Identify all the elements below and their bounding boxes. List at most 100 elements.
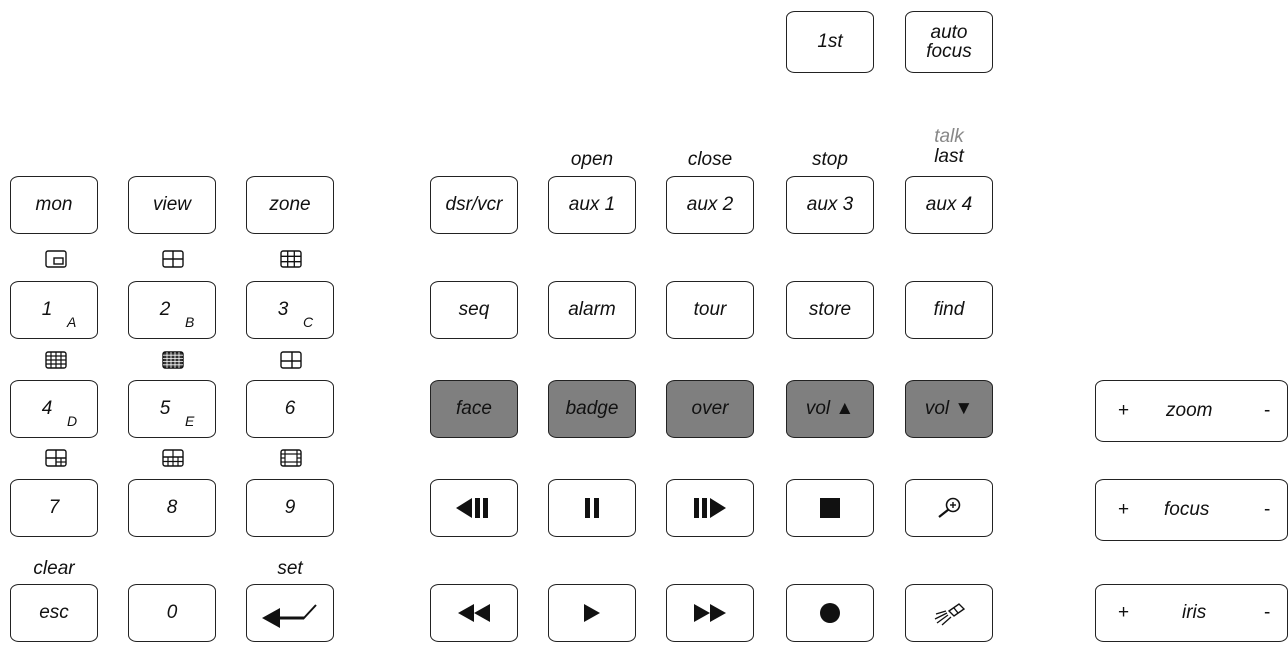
key-1-button[interactable]: 1 A [10,281,98,339]
fast-forward-button[interactable] [666,584,754,642]
focus-minus[interactable]: - [1264,499,1271,520]
aux1-button[interactable]: aux 1 [548,176,636,234]
key-1-sub: A [67,314,77,330]
first-label: 1st [817,31,843,52]
key-4-label: 4 [41,398,53,419]
pause-button[interactable] [548,479,636,537]
vol-down-button[interactable]: vol ▼ [905,380,993,438]
step-back-button[interactable] [430,479,518,537]
focus-plus[interactable]: + [1118,499,1130,520]
badge-label: badge [565,398,619,419]
find-button[interactable]: find [905,281,993,339]
key-6-button[interactable]: 6 [246,380,334,438]
enter-button[interactable] [246,584,334,642]
stop-label: stop [812,149,848,170]
over-label: over [691,398,729,419]
aux3-button[interactable]: aux 3 [786,176,874,234]
dsr-vcr-button[interactable]: dsr/vcr [430,176,518,234]
rewind-icon [458,604,490,622]
key-7-button[interactable]: 7 [10,479,98,537]
iris-label: iris [1182,602,1207,623]
key-2-sub: B [185,314,195,330]
focus-label: focus [1164,499,1210,520]
key-0-label: 0 [166,602,178,623]
view-label: view [152,194,191,215]
key-0-button[interactable]: 0 [128,584,216,642]
aux2-button[interactable]: aux 2 [666,176,754,234]
zoom-in-magnifier-icon [938,497,961,518]
zone-label: zone [269,194,311,215]
zoom-minus[interactable]: - [1264,400,1271,421]
pip-layout-icon [45,250,67,268]
key-9-button[interactable]: 9 [246,479,334,537]
key-5-label: 5 [159,398,171,419]
key-4-button[interactable]: 4 D [10,380,98,438]
key-2-button[interactable]: 2 B [128,281,216,339]
autofocus-label-line2: focus [926,41,972,62]
key-3-button[interactable]: 3 C [246,281,334,339]
flashlight-button[interactable] [905,584,993,642]
step-forward-icon [694,498,726,518]
tour-button[interactable]: tour [666,281,754,339]
alarm-button[interactable]: alarm [548,281,636,339]
dsr-vcr-label: dsr/vcr [445,194,503,215]
vol-up-label: vol ▲ [805,398,855,419]
vol-down-label: vol ▼ [924,398,974,419]
key-7-label: 7 [48,497,60,518]
talk-label: talk [934,126,964,147]
enter-arrow-icon [262,604,317,628]
view-button[interactable]: view [128,176,216,234]
iris-plus[interactable]: + [1118,602,1130,623]
key-3-sub: C [303,314,314,330]
zoom-plus[interactable]: + [1118,400,1130,421]
over-button[interactable]: over [666,380,754,438]
seq-label: seq [458,299,490,320]
iris-minus[interactable]: - [1264,602,1271,623]
last-label: last [934,146,964,167]
alarm-label: alarm [568,299,616,320]
stop-button[interactable] [786,479,874,537]
aux2-label: aux 2 [686,194,734,215]
fast-forward-icon [694,604,726,622]
three-split-layout-icon [280,351,302,369]
iris-control[interactable]: + iris - [1095,584,1288,642]
badge-button[interactable]: badge [548,380,636,438]
key-8-button[interactable]: 8 [128,479,216,537]
face-button[interactable]: face [430,380,518,438]
zoom-control[interactable]: + zoom - [1095,380,1288,442]
nine-layout-icon [280,250,302,268]
rewind-button[interactable] [430,584,518,642]
step-back-icon [456,498,488,518]
key-4-sub: D [67,413,78,429]
focus-control[interactable]: + focus - [1095,479,1288,541]
autofocus-button[interactable]: auto focus [905,11,993,73]
key-5-button[interactable]: 5 E [128,380,216,438]
stop-icon [820,498,840,518]
seq-button[interactable]: seq [430,281,518,339]
key-5-sub: E [185,413,195,429]
aux4-button[interactable]: aux 4 [905,176,993,234]
record-button[interactable] [786,584,874,642]
key-2-label: 2 [159,299,171,320]
aux4-label: aux 4 [925,194,973,215]
zone-button[interactable]: zone [246,176,334,234]
mon-button[interactable]: mon [10,176,98,234]
aux1-label: aux 1 [568,194,616,215]
key-6-label: 6 [284,398,296,419]
find-label: find [933,299,965,320]
key-3-label: 3 [277,299,289,320]
step-forward-button[interactable] [666,479,754,537]
vol-up-button[interactable]: vol ▲ [786,380,874,438]
clear-label: clear [33,558,75,579]
store-button[interactable]: store [786,281,874,339]
aux3-label: aux 3 [806,194,854,215]
key-1-label: 1 [41,299,53,320]
record-icon [820,603,840,623]
play-button[interactable] [548,584,636,642]
open-label: open [570,149,614,170]
esc-button[interactable]: esc [10,584,98,642]
face-label: face [456,398,492,419]
tour-label: tour [693,299,727,320]
zoom-in-button[interactable] [905,479,993,537]
first-button[interactable]: 1st [786,11,874,73]
